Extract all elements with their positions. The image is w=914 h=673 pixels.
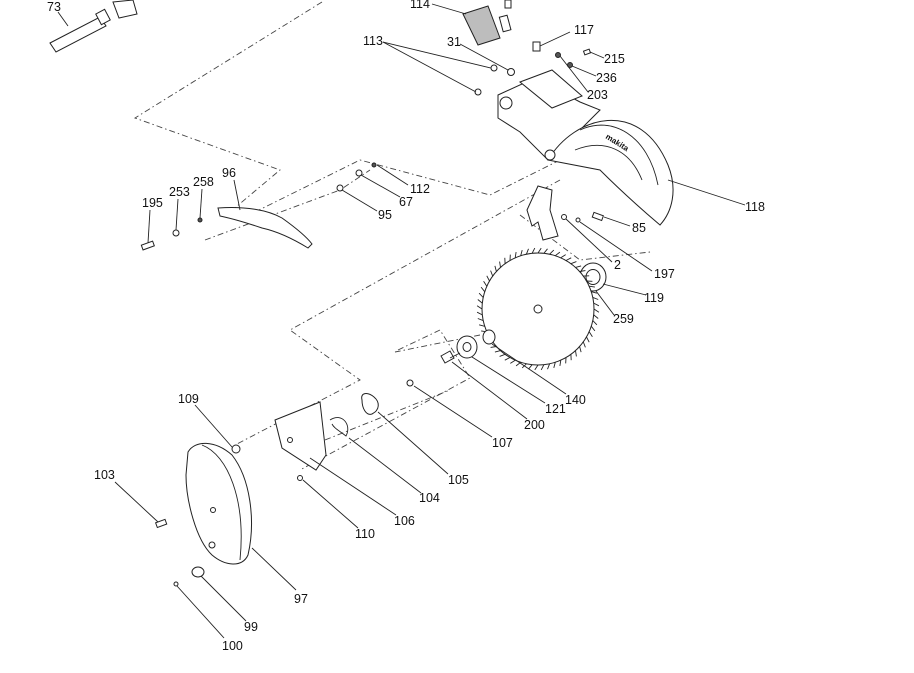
callout-140: 140 — [565, 393, 586, 407]
callout-labels: 73 114 117 113 31 215 236 203 118 96 258… — [47, 0, 765, 653]
callout-121: 121 — [545, 402, 566, 416]
leader-lines — [57, 3, 746, 639]
callout-258: 258 — [193, 175, 214, 189]
part-73-shaft — [49, 0, 138, 53]
callout-114: 114 — [410, 0, 430, 11]
callout-119: 119 — [644, 291, 664, 305]
lower-guard-parts — [231, 379, 414, 481]
saw-blade-teeth — [476, 247, 600, 371]
callout-200: 200 — [524, 418, 545, 432]
callout-259: 259 — [613, 312, 634, 326]
left-screws — [140, 162, 377, 251]
callout-100: 100 — [222, 639, 243, 653]
callout-197: 197 — [654, 267, 675, 281]
callout-97: 97 — [294, 592, 308, 606]
part-97-lower-guard — [154, 442, 252, 587]
callout-96: 96 — [222, 166, 236, 180]
callout-203: 203 — [587, 88, 608, 102]
callout-31: 31 — [447, 35, 461, 49]
callout-109: 109 — [178, 392, 199, 406]
small-hardware-right — [561, 211, 605, 223]
callout-107: 107 — [492, 436, 513, 450]
callout-95: 95 — [378, 208, 392, 222]
callout-67: 67 — [399, 195, 413, 209]
callout-195: 195 — [142, 196, 163, 210]
callout-99: 99 — [244, 620, 258, 634]
callout-110: 110 — [355, 527, 375, 541]
callout-215: 215 — [604, 52, 625, 66]
part-114-block — [462, 0, 512, 46]
saw-blade — [476, 247, 600, 371]
assembly-guide-lines — [133, 1, 651, 471]
callout-113: 113 — [363, 34, 383, 48]
callout-85: 85 — [632, 221, 646, 235]
blade-washers — [440, 329, 496, 364]
callout-253: 253 — [169, 185, 190, 199]
part-118-motor-housing: makita — [497, 69, 674, 226]
callout-106: 106 — [394, 514, 415, 528]
callout-103: 103 — [94, 468, 115, 482]
part-2-blade-cover-bracket — [526, 185, 559, 241]
callout-118: 118 — [745, 200, 765, 214]
callout-105: 105 — [448, 473, 469, 487]
callout-117: 117 — [574, 23, 594, 37]
callout-104: 104 — [419, 491, 440, 505]
callout-73: 73 — [47, 0, 61, 14]
callout-236: 236 — [596, 71, 617, 85]
part-96-lever — [217, 207, 313, 249]
callout-2: 2 — [614, 258, 621, 272]
callout-112: 112 — [410, 182, 430, 196]
